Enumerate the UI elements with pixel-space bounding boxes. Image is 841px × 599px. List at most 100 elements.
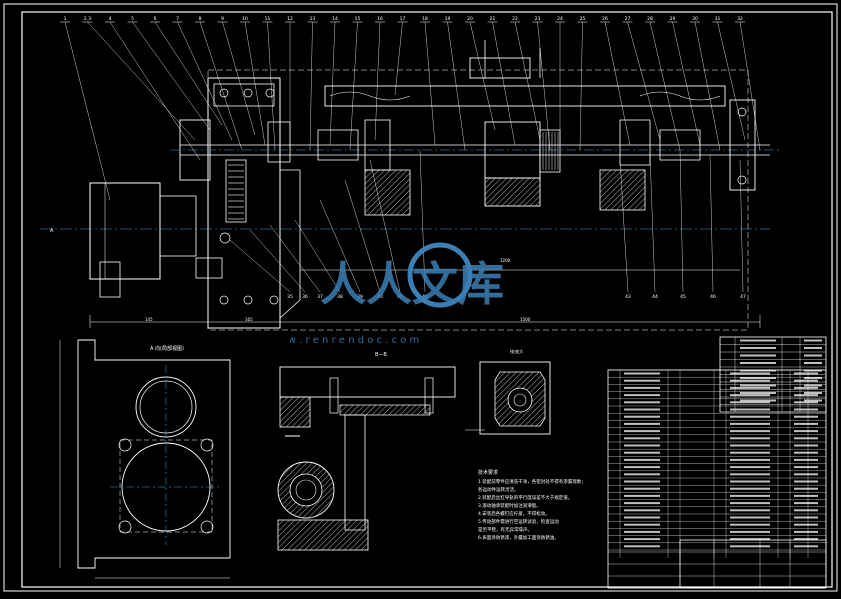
leader-line <box>319 199 361 293</box>
section-a-pattern <box>119 439 213 533</box>
bom-cell-text <box>794 437 818 440</box>
top-balloon-label: 27 <box>625 16 631 22</box>
leader-line <box>269 224 321 293</box>
motor-flange <box>159 195 197 257</box>
inner-border <box>21 11 833 588</box>
leader-line <box>329 21 336 146</box>
bom-cell-text <box>624 509 660 512</box>
top-balloon-label: 9 <box>221 16 224 22</box>
bom-cell-text <box>624 408 660 411</box>
bom-cell-text <box>804 362 822 364</box>
leader-line <box>394 21 403 96</box>
leader-line <box>109 21 201 161</box>
section-a-hole <box>118 438 132 452</box>
leader-line <box>649 21 681 151</box>
leader-line <box>64 21 111 201</box>
top-balloon-label: 30 <box>692 16 698 22</box>
leader-line <box>374 21 381 141</box>
top-balloon-label: 26 <box>602 16 608 22</box>
bolt-hole <box>243 88 253 98</box>
top-balloon-label: 24 <box>557 16 563 22</box>
bom-cell-text <box>794 379 818 382</box>
tech-note-line: 是否平稳，有无异常噪声。 <box>478 526 532 533</box>
bom-cell-text <box>804 384 822 387</box>
outer-border <box>3 3 838 592</box>
bom-cell-text <box>794 502 818 505</box>
support-bracket <box>279 169 301 319</box>
section-b-bolt <box>329 377 339 414</box>
bom-cell-text <box>624 516 660 519</box>
coupling-center <box>539 129 561 173</box>
bom-cell-text <box>804 392 822 394</box>
bottom-balloon-label: 47 <box>740 294 746 300</box>
bom-cell-text <box>730 437 770 440</box>
coupling-left <box>195 257 223 279</box>
detail-outer <box>479 361 551 435</box>
leader-line <box>154 21 223 126</box>
bolt-hole <box>269 295 279 305</box>
bom-cell-text <box>740 369 776 372</box>
section-a-hole <box>118 520 132 534</box>
break-line <box>639 91 721 101</box>
leader-line <box>222 21 256 136</box>
top-balloon-label: 23 <box>535 16 541 22</box>
pin <box>219 232 231 244</box>
section-a-plate <box>77 339 231 569</box>
bom-cell-text <box>730 430 770 433</box>
bom-cell-text <box>730 401 770 404</box>
top-balloon-label: 22 <box>512 16 518 22</box>
tech-note-line: 2.装配后丝杠导轨的平行度误差不大于规定值。 <box>478 494 572 501</box>
top-balloon-label: 14 <box>332 16 338 22</box>
bom-cell-text <box>730 415 770 418</box>
leader-line <box>177 21 233 141</box>
leader-line <box>469 21 496 131</box>
bom-cell-text <box>730 451 770 454</box>
motor-body <box>89 182 161 280</box>
tech-note-line: 5.传动部件需进行空运转试验，检查运动 <box>478 518 559 525</box>
leader-line <box>87 21 196 141</box>
bom-cell-text <box>624 502 660 505</box>
leader-line <box>739 21 761 151</box>
bom-cell-text <box>804 377 822 379</box>
top-balloon-label: 18 <box>422 16 428 22</box>
dim-total: 1500 <box>520 317 531 322</box>
bom-cell-text <box>794 451 818 454</box>
top-balloon-label: 32 <box>737 16 743 22</box>
leader-line <box>419 149 426 293</box>
bom-cell-text <box>804 399 822 402</box>
top-balloon-label: 6 <box>154 16 157 22</box>
bom-cell-text <box>730 394 770 397</box>
dim-span: 1200 <box>500 258 511 263</box>
leader-line <box>649 154 656 293</box>
bom-cell-text <box>794 487 818 490</box>
bom-cell-text <box>624 379 660 382</box>
bom-cell-text <box>730 473 770 476</box>
leader-line <box>604 21 631 146</box>
tech-note-line: 3.滚动轴承装配时加注润滑脂。 <box>478 502 541 509</box>
tech-notes-body: 1.装配前零件应清洗干净，各密封处不得有渗漏现象； 各运动件运转灵活。2.装配后… <box>478 478 586 541</box>
dim-mid: 165 <box>245 317 253 322</box>
leader-line <box>537 21 551 151</box>
top-balloon-label: 28 <box>647 16 653 22</box>
bom-cell-text <box>740 362 776 364</box>
bolt-hole <box>737 107 747 117</box>
bom-cell-text <box>794 422 818 425</box>
dim-left: 145 <box>145 317 153 322</box>
bom-cell-text <box>730 545 770 548</box>
bom-cell-text <box>730 408 770 411</box>
bom-cell-text <box>730 372 770 375</box>
bom-cell-text <box>804 369 822 372</box>
section-b-left-lug <box>279 396 311 428</box>
detail-bore <box>507 387 533 413</box>
section-b-title: B—B <box>375 352 387 358</box>
bottom-balloon-label: 36 <box>302 294 308 300</box>
top-balloon-label: 10 <box>242 16 248 22</box>
bom-cell-text <box>794 372 818 375</box>
left-slider-base <box>364 169 411 216</box>
tech-note-line: 6.表面涂防锈漆，外露加工面涂防锈油。 <box>478 534 559 541</box>
leader-line <box>492 21 516 146</box>
bom-cell-text <box>794 530 818 533</box>
section-b-rail <box>339 404 431 416</box>
